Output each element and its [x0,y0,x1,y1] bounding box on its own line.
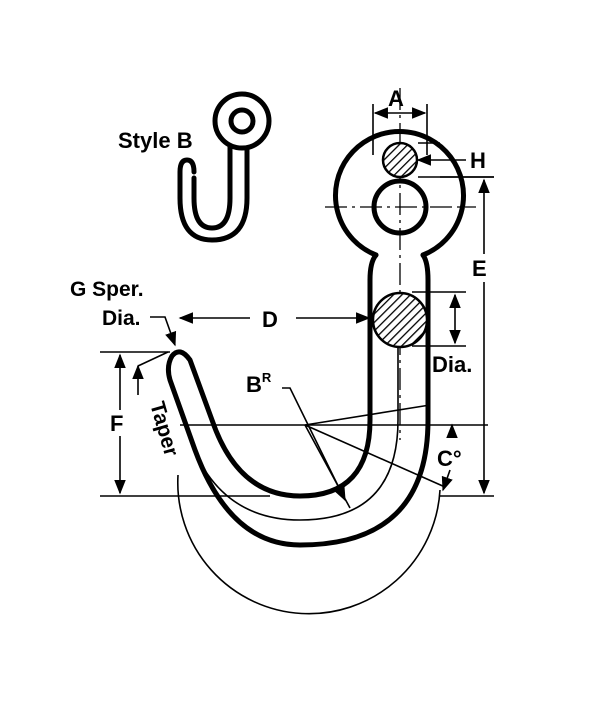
b-radius-superscript: R [262,370,272,385]
taper-line [137,351,169,367]
hook-inner-profile-line [189,300,399,521]
taper-label: Taper [145,399,182,459]
g-dia-label: Dia. [102,307,141,330]
b-radius-label: BR [246,370,272,397]
c-angle-label: C° [437,446,462,471]
shank-section-hatched [371,291,429,349]
throat-radius-arc [176,474,441,615]
c-angle-leader [441,469,453,492]
dia-label: Dia. [432,352,472,377]
style-b-hook-icon [177,91,272,243]
b-radius-leader [282,387,346,502]
dim-d-label: D [262,307,278,332]
b-radius-letter: B [246,372,262,397]
g-leader [150,316,177,347]
eye-section-hatched [381,141,419,179]
radius-line-3 [304,404,431,426]
dim-e-gap [472,254,498,282]
dim-h-label: H [470,148,486,173]
dim-a-label: A [388,86,404,111]
dim-e-label: E [472,256,487,281]
g-sper-label: G Sper. [70,278,144,301]
dim-f-gap [106,410,132,436]
style-b-label: Style B [118,128,193,153]
dim-f-label: F [110,411,123,436]
radius-line-2 [304,424,446,488]
